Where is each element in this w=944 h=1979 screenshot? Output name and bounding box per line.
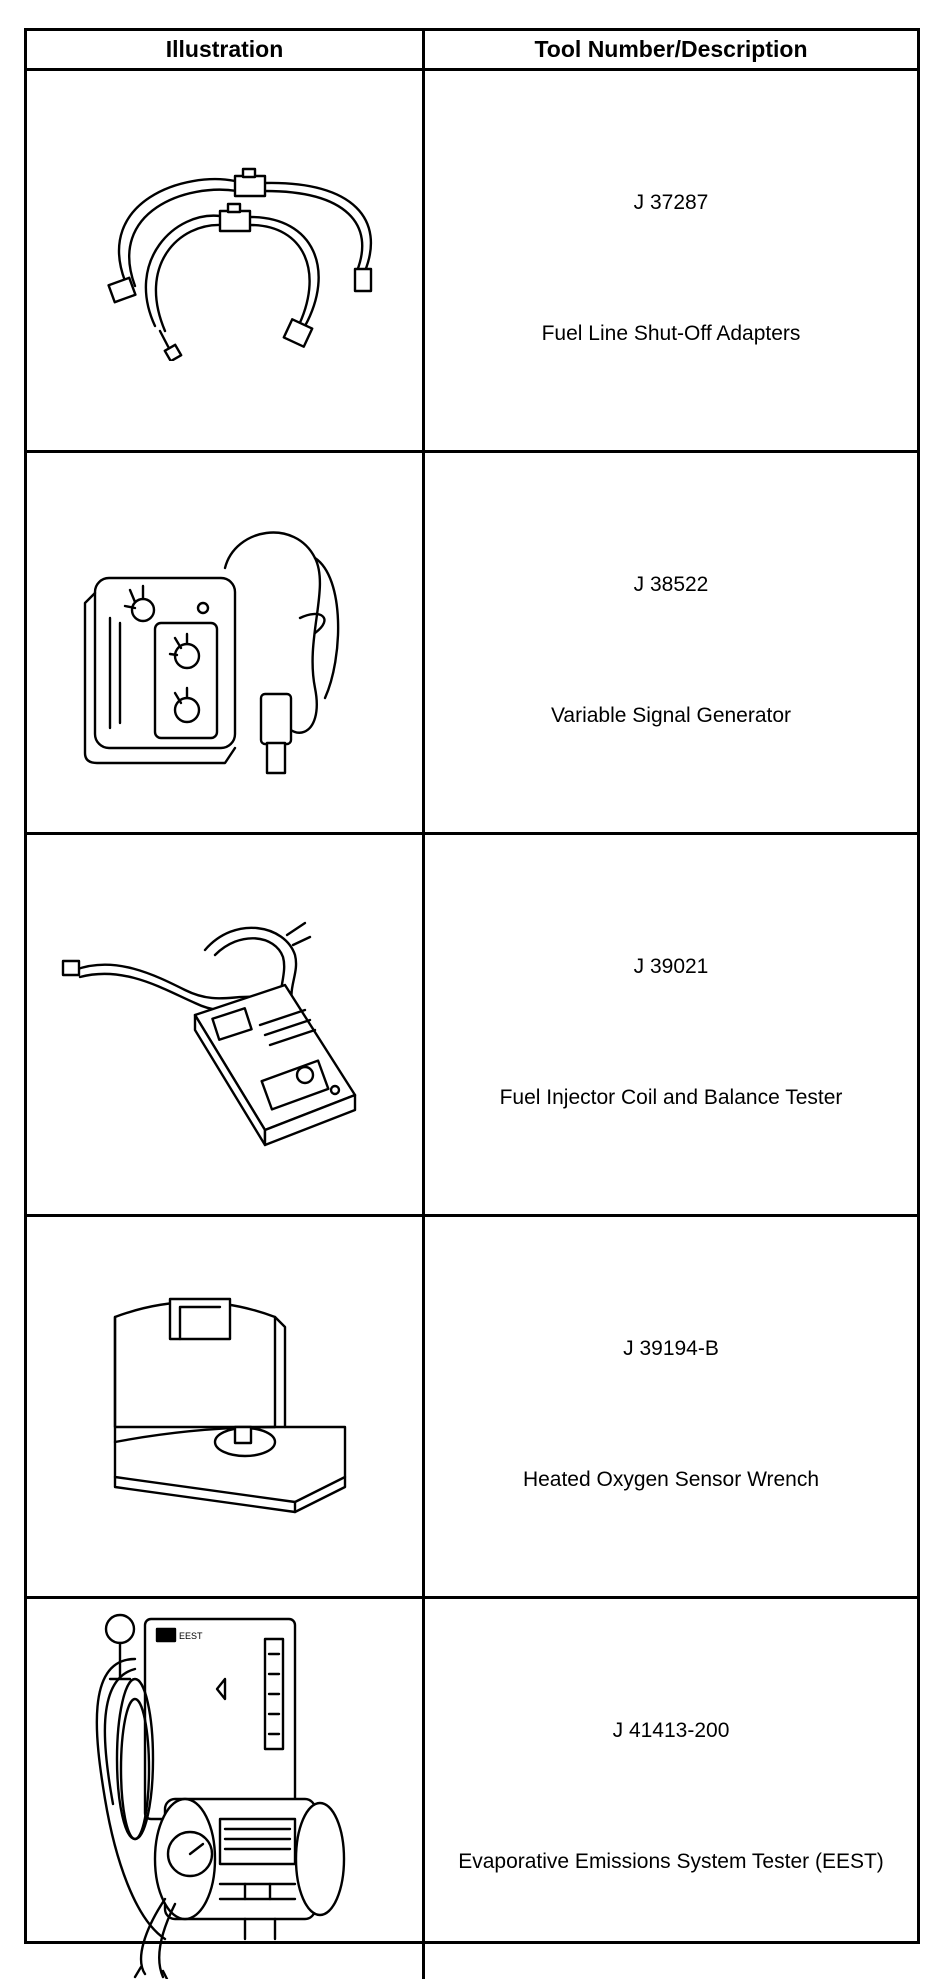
header-tool-description: Tool Number/Description bbox=[425, 31, 917, 71]
tool-number: J 37287 bbox=[633, 191, 709, 214]
evap-tester-icon: EEST bbox=[95, 1613, 345, 1979]
illustration-cell bbox=[27, 835, 425, 1217]
illustration-cell bbox=[27, 453, 425, 835]
tool-description-cell: J 37287 Fuel Line Shut-Off Adapters bbox=[425, 71, 917, 453]
tool-description-cell: J 38522 Variable Signal Generator bbox=[425, 453, 917, 835]
illustration-cell bbox=[27, 71, 425, 453]
tool-name: Fuel Injector Coil and Balance Tester bbox=[499, 1086, 843, 1109]
tool-description-cell: J 39194-B Heated Oxygen Sensor Wrench bbox=[425, 1217, 917, 1599]
signal-generator-icon bbox=[83, 530, 339, 774]
tool-description-cell: J 41413-200 Evaporative Emissions System… bbox=[425, 1599, 917, 1979]
tool-name: Heated Oxygen Sensor Wrench bbox=[522, 1468, 820, 1491]
oxygen-sensor-wrench-icon bbox=[113, 1297, 346, 1513]
tool-name: Variable Signal Generator bbox=[550, 704, 792, 727]
tool-number: J 41413-200 bbox=[612, 1719, 730, 1742]
tool-number: J 39194-B bbox=[623, 1337, 719, 1360]
tool-description-cell: J 39021 Fuel Injector Coil and Balance T… bbox=[425, 835, 917, 1217]
fuel-line-adapters-icon bbox=[106, 167, 372, 361]
illustration-cell bbox=[27, 1217, 425, 1599]
tool-number: J 39021 bbox=[633, 955, 709, 978]
tool-number: J 38522 bbox=[633, 573, 709, 596]
injector-tester-icon bbox=[61, 921, 356, 1146]
tool-name: Fuel Line Shut-Off Adapters bbox=[541, 322, 801, 345]
svg-text:EEST: EEST bbox=[179, 1631, 203, 1641]
tool-name: Evaporative Emissions System Tester (EES… bbox=[458, 1850, 884, 1873]
header-illustration: Illustration bbox=[27, 31, 425, 71]
tool-table: Illustration Tool Number/Description J 3… bbox=[24, 28, 920, 1979]
illustration-cell: EEST bbox=[27, 1599, 425, 1979]
